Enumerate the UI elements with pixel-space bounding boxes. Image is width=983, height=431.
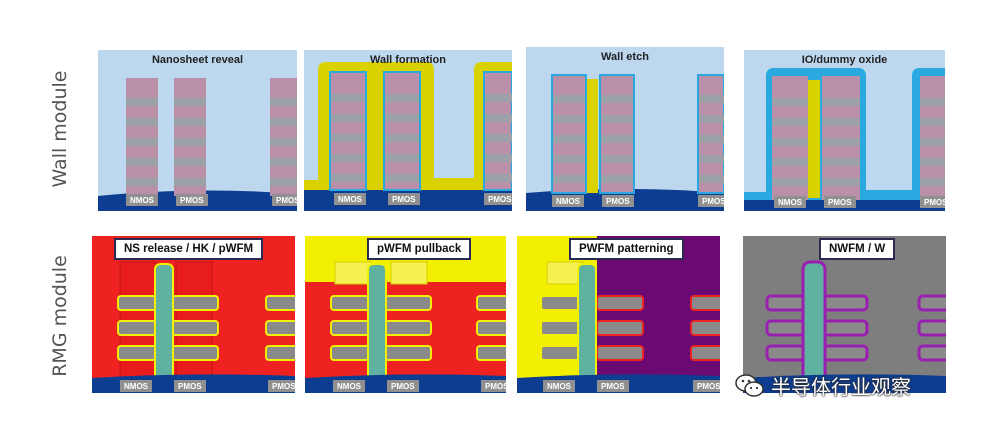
watermark-text: 半导体行业观察 (771, 375, 911, 399)
nmos-label: NMOS (334, 193, 366, 205)
dielectric-wall (154, 263, 174, 383)
panel-title: pWFM pullback (367, 238, 472, 260)
nanosheet-channels-nmos (117, 295, 165, 361)
nmos-label: NMOS (120, 380, 152, 392)
panel-title: Nanosheet reveal (151, 54, 244, 66)
pmos-label: PMOS (176, 194, 208, 206)
nanosheet-stack-right (483, 71, 512, 191)
nanosheet-stack-pmos (822, 76, 860, 200)
dielectric-wall (801, 260, 827, 384)
panel-pwfm-pullback: pWFM pullback NMOS PMOS PMOS (305, 236, 506, 393)
pmos-label: PMOS (174, 380, 206, 392)
nanosheet-stack-nmos (551, 74, 587, 194)
panel-illustration (517, 236, 720, 393)
panel-illustration (98, 78, 297, 211)
nanosheet-stack-nmos (126, 78, 158, 196)
nmos-label: NMOS (126, 194, 158, 206)
panel-nanosheet-reveal: Nanosheet reveal NMOS PMOS PMOS (98, 50, 297, 211)
panel-title: IO/dummy oxide (801, 54, 888, 66)
nanosheet-stack-right (697, 74, 724, 194)
wechat-icon (735, 373, 764, 397)
panel-title: NWFM / W (819, 238, 896, 260)
panel-wall-formation: Wall formation NMOS PMOS PMOS (304, 50, 512, 211)
pmos-label: PMOS (824, 196, 856, 208)
pmos-label: PMOS (388, 193, 420, 205)
substrate (743, 374, 946, 393)
nanosheet-channels-right (917, 294, 946, 362)
dielectric-wall (808, 80, 820, 198)
nanosheet-channels-nmos (330, 295, 378, 361)
watermark: 半导体行业观察 (735, 371, 911, 400)
pmos-label: PMOS (920, 196, 945, 208)
panel-wall-etch: Wall etch NMOS PMOS PMOS (526, 47, 724, 211)
dielectric-wall (367, 263, 387, 383)
nanosheet-stack-pmos (383, 71, 421, 191)
pmos-label: PMOS (387, 380, 419, 392)
panel-ns-release-hk-pwfm: NS release / HK / pWFM NMOS PMOS PMOS (92, 236, 295, 393)
nmos-label: NMOS (552, 195, 584, 207)
nanosheet-stack-right (920, 76, 945, 200)
nanosheet-channels-pmos (819, 294, 869, 362)
panel-title: Wall formation (370, 54, 446, 66)
panel-illustration (743, 260, 946, 393)
nanosheet-channels-right (265, 295, 295, 361)
panel-title: Wall etch (601, 51, 649, 63)
pmos-label: PMOS (693, 380, 720, 392)
nmos-label: NMOS (774, 196, 806, 208)
pmos-label: PMOS (597, 380, 629, 392)
panel-illustration (304, 62, 512, 211)
nanosheet-stack-nmos (329, 71, 367, 191)
nanosheet-channels-right (476, 295, 506, 361)
dielectric-wall (577, 263, 597, 383)
nanosheet-stack-pmos (174, 78, 206, 196)
pmos-label: PMOS (484, 193, 512, 205)
nanosheet-stack-nmos (772, 76, 808, 200)
pmos-label: PMOS (272, 194, 297, 206)
panel-io-dummy-oxide: IO/dummy oxide NMOS PMOS PMOS (744, 50, 945, 211)
nanosheet-channels-pmos (171, 295, 219, 361)
pmos-label: PMOS (602, 195, 634, 207)
nanosheet-stack-right (270, 78, 297, 196)
panel-illustration (92, 261, 295, 393)
row-label-wall: Wall module (49, 70, 71, 188)
nanosheet-channels-pmos (384, 295, 432, 361)
row-label-rmg: RMG module (49, 255, 71, 377)
nmos-label: NMOS (333, 380, 365, 392)
nanosheet-stack-pmos (599, 74, 635, 194)
panel-pwfm-patterning: PWFM patterning NMOS PMOS PMOS (517, 236, 720, 393)
pmos-label: PMOS (268, 380, 295, 392)
nanosheet-channels-right (690, 295, 720, 361)
pmos-label: PMOS (698, 195, 724, 207)
pmos-label: PMOS (481, 380, 506, 392)
panel-nwfm-w: NWFM / W (743, 236, 946, 393)
panel-title: PWFM patterning (569, 238, 684, 260)
gate-cavity-pmos (390, 261, 428, 285)
panel-illustration (526, 74, 724, 211)
nmos-label: NMOS (543, 380, 575, 392)
panel-illustration (744, 68, 945, 211)
nanosheet-channels-pmos (596, 295, 644, 361)
gate-cavity-nmos (334, 261, 372, 285)
panel-title: NS release / HK / pWFM (114, 238, 264, 260)
dielectric-wall (586, 79, 598, 193)
